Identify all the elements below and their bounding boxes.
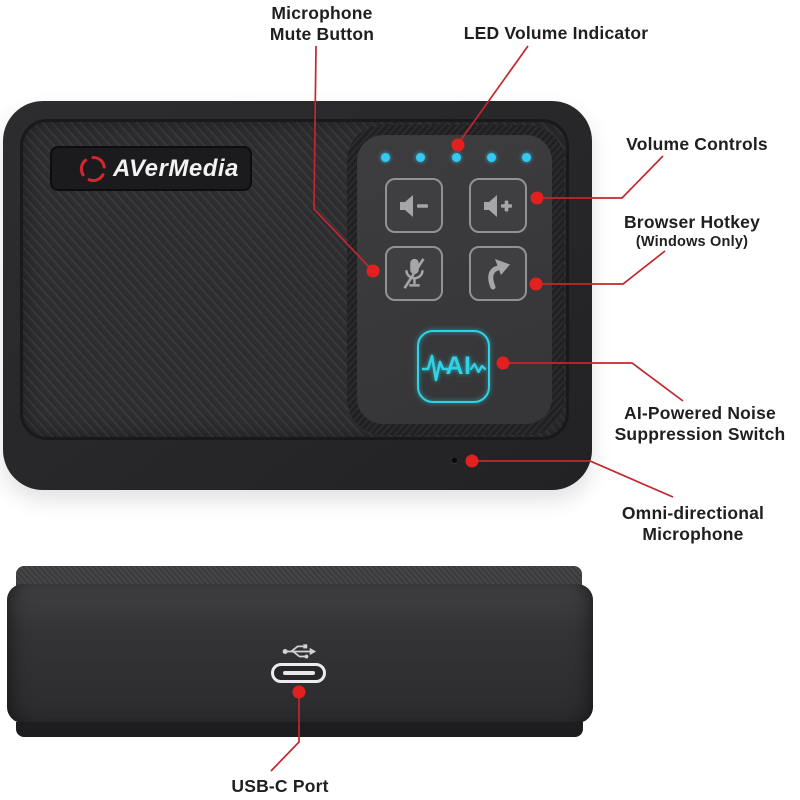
side-base xyxy=(16,722,583,737)
ai-noise-suppression-switch: AI xyxy=(417,330,490,403)
usb-trident-icon xyxy=(282,644,317,659)
callout-label-browser-hotkey: Browser Hotkey (Windows Only) xyxy=(623,212,761,250)
brand-name: AVerMedia xyxy=(113,154,239,182)
mic-slash-icon xyxy=(403,257,425,289)
speakerphone-top-view: AVerMedia xyxy=(3,101,592,490)
callout-label-omni-microphone: Omni-directional Microphone xyxy=(621,503,765,544)
callout-label-led-indicator: LED Volume Indicator xyxy=(463,23,649,43)
speaker-plus-icon xyxy=(484,194,512,217)
browser-hotkey-button xyxy=(469,246,527,301)
callout-label-usb-c-port: USB-C Port xyxy=(231,776,329,796)
led-volume-indicator xyxy=(381,153,531,162)
ai-switch-label: AI xyxy=(445,352,472,380)
led-dot xyxy=(416,153,426,162)
usb-c-port-slot xyxy=(282,670,315,676)
callout-label-ai-noise-suppression: AI-Powered Noise Suppression Switch xyxy=(614,403,786,444)
volume-up-button xyxy=(469,178,527,233)
omni-microphone-hole xyxy=(452,458,457,463)
ai-wave-tail-icon xyxy=(469,362,486,373)
speaker-minus-icon xyxy=(400,194,428,217)
ai-waveform-icon xyxy=(421,354,448,381)
microphone-mute-button xyxy=(385,246,443,301)
led-dot xyxy=(381,153,390,162)
callout-label-volume-controls: Volume Controls xyxy=(626,134,768,154)
led-dot xyxy=(486,153,496,162)
side-body xyxy=(7,584,593,723)
usb-c-port xyxy=(271,663,326,683)
callout-label-mic-mute: Microphone Mute Button xyxy=(269,3,375,44)
control-panel: AI xyxy=(357,135,552,424)
side-fabric-top xyxy=(16,566,582,587)
avermedia-swirl-icon xyxy=(79,155,106,182)
volume-down-button xyxy=(385,178,443,233)
curved-arrow-icon xyxy=(488,258,510,289)
led-dot xyxy=(451,153,461,162)
brand-badge: AVerMedia xyxy=(50,146,252,191)
led-dot xyxy=(522,153,531,162)
